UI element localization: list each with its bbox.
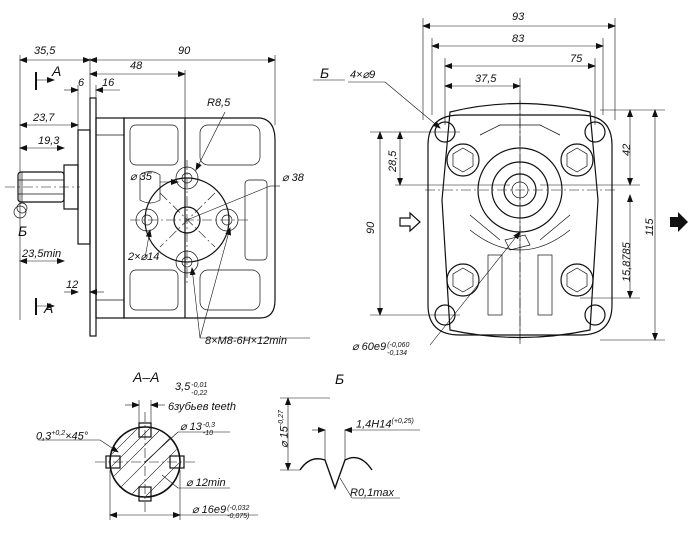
dim-19-3: 19,3 — [38, 135, 60, 147]
front-view — [313, 18, 688, 346]
section-a-a — [38, 400, 258, 520]
section-mark-a-top: А — [52, 63, 62, 79]
dim-90-length: 90 — [178, 45, 191, 57]
dim-dia-38: ⌀ 38 — [282, 172, 304, 184]
detail-mark-b-right: Б — [320, 65, 330, 81]
thread-callout: 8×M8-6H×12min — [205, 335, 287, 347]
spline-width-dim: 3,5-0,01-0,22 — [175, 381, 208, 398]
section-mark-a-bottom: А — [44, 300, 54, 316]
dim-35-5: 35,5 — [34, 45, 56, 57]
detail-title: Б — [335, 371, 345, 387]
section-title: А–А — [133, 369, 160, 385]
dim-16: 16 — [102, 77, 115, 89]
dim-4x9-holes: 4×⌀9 — [350, 69, 376, 81]
min-dia-dim: ⌀ 12min — [186, 477, 226, 489]
detail-height-dim: ⌀ 15-0,27 — [278, 410, 291, 448]
radius-dim: R0,1max — [350, 487, 395, 499]
dim-6: 6 — [78, 77, 85, 89]
shaft-dia-dim: ⌀ 16e9(-0,032-0,075) — [192, 504, 250, 521]
detail-b — [280, 397, 420, 499]
dim-48: 48 — [130, 60, 143, 72]
dim-23-5min: 23,5min — [22, 248, 62, 260]
dim-23-7: 23,7 — [33, 112, 55, 124]
groove-dim: 1,4H14(+0,25) — [356, 418, 414, 431]
dim-12: 12 — [66, 279, 79, 291]
dim-2x14: 2×⌀14 — [128, 251, 160, 263]
dim-dia-35: ⌀ 35 — [130, 171, 152, 183]
teeth-count: 6зубьев teeth — [168, 401, 236, 413]
dim-83: 83 — [512, 33, 525, 45]
detail-mark-b-left: Б — [18, 223, 28, 239]
dim-37-5: 37,5 — [475, 73, 497, 85]
dim-42: 42 — [621, 143, 633, 156]
dim-28-5: 28,5 — [387, 150, 399, 172]
dim-90-height: 90 — [365, 221, 377, 234]
chamfer-dim: 0,3+0,2×45° — [36, 430, 89, 443]
dim-15-8785: 15,8785 — [621, 242, 633, 282]
dim-75: 75 — [570, 53, 583, 65]
dim-93: 93 — [512, 11, 525, 23]
minor-dia-dim: ⌀ 13-0,3-10 — [180, 421, 215, 438]
dim-r8-5: R8,5 — [207, 97, 231, 109]
dim-115: 115 — [644, 218, 656, 236]
side-view — [5, 55, 310, 339]
bore-callout: ⌀ 60e9(-0,060-0,134 — [352, 341, 410, 358]
